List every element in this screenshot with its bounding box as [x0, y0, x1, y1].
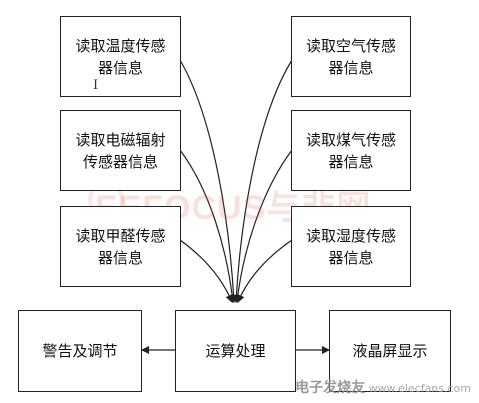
- corner-logo-title: 电子发烧友: [295, 380, 366, 396]
- display-label: 液晶屏显示: [352, 342, 428, 360]
- sensor-label-electromagnetic: 读取电磁辐射 传感器信息: [75, 130, 166, 171]
- sensor-box-temperature: 读取温度传感 器信息: [60, 16, 181, 97]
- sensor-label-air: 读取空气传感 器信息: [305, 36, 396, 77]
- display-box: 液晶屏显示: [329, 310, 451, 392]
- sensor-box-air: 读取空气传感 器信息: [291, 16, 411, 97]
- arrow-air-to-process: [232, 59, 293, 303]
- arrow-temp-to-process: [179, 59, 238, 303]
- sensor-box-formaldehyde: 读取甲醛传感 器信息: [60, 206, 181, 287]
- alarm-label: 警告及调节: [42, 342, 118, 360]
- sensor-label-humidity: 读取湿度传感 器信息: [305, 226, 396, 267]
- corner-logo: 电子发烧友 www.elecfans.com: [295, 377, 471, 397]
- sensor-label-temperature: 读取温度传感 器信息: [75, 36, 166, 77]
- sensor-box-electromagnetic: 读取电磁辐射 传感器信息: [60, 110, 181, 191]
- arrow-formaldehyde-to-process: [179, 239, 233, 303]
- sensor-label-formaldehyde: 读取甲醛传感 器信息: [75, 226, 166, 267]
- arrow-gas-to-process: [233, 149, 293, 303]
- arrow-em-to-process: [179, 149, 237, 303]
- sensor-box-gas: 读取煤气传感 器信息: [291, 110, 411, 191]
- sensor-box-humidity: 读取湿度传感 器信息: [291, 206, 411, 287]
- alarm-box: 警告及调节: [18, 310, 142, 392]
- text-cursor-icon: I: [93, 78, 99, 93]
- arrow-humidity-to-process: [237, 239, 293, 303]
- process-label: 运算处理: [205, 342, 266, 360]
- process-box: 运算处理: [175, 310, 296, 392]
- sensor-label-gas: 读取煤气传感 器信息: [305, 130, 396, 171]
- corner-logo-url: www.elecfans.com: [368, 382, 471, 395]
